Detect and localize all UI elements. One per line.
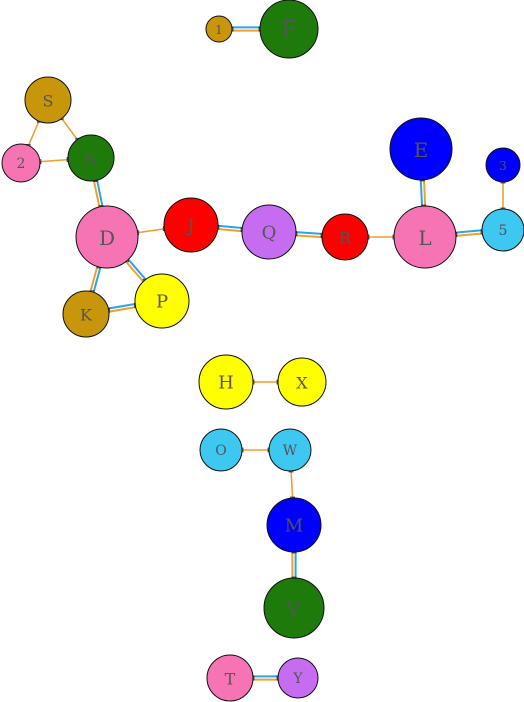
- node-circle[interactable]: [62, 290, 110, 338]
- node-label: 5: [499, 223, 508, 239]
- node-M[interactable]: M: [266, 497, 322, 553]
- node-label: W: [283, 443, 298, 459]
- node-circle[interactable]: [163, 197, 219, 253]
- node-label: H: [218, 373, 234, 394]
- node-1[interactable]: 1: [205, 15, 233, 43]
- node-circle[interactable]: [277, 357, 327, 407]
- node-Y[interactable]: Y: [277, 657, 319, 699]
- node-R[interactable]: R: [321, 213, 369, 261]
- node-label: V: [286, 597, 302, 621]
- node-circle[interactable]: [67, 134, 115, 182]
- node-L[interactable]: L: [393, 205, 457, 269]
- node-circle[interactable]: [205, 15, 233, 43]
- node-circle[interactable]: [199, 428, 243, 472]
- node-N[interactable]: N: [67, 134, 115, 182]
- node-D[interactable]: D: [75, 205, 139, 269]
- node-K[interactable]: K: [62, 290, 110, 338]
- node-label: S: [43, 92, 54, 111]
- node-circle[interactable]: [389, 117, 453, 181]
- node-2[interactable]: 2: [1, 143, 41, 183]
- node-circle[interactable]: [266, 497, 322, 553]
- node-circle[interactable]: [485, 147, 521, 183]
- node-Q[interactable]: Q: [241, 204, 297, 260]
- node-V[interactable]: V: [263, 577, 325, 639]
- node-circle[interactable]: [75, 205, 139, 269]
- node-label: L: [418, 226, 431, 250]
- node-circle[interactable]: [263, 577, 325, 639]
- node-label: R: [339, 229, 352, 248]
- node-circle[interactable]: [134, 273, 190, 329]
- node-label: N: [84, 150, 98, 169]
- node-circle[interactable]: [259, 0, 319, 59]
- node-label: E: [414, 138, 429, 162]
- node-label: J: [185, 216, 194, 237]
- node-3[interactable]: 3: [485, 147, 521, 183]
- node-label: P: [156, 292, 168, 313]
- node-O[interactable]: O: [199, 428, 243, 472]
- node-label: 2: [17, 156, 26, 172]
- node-label: 1: [215, 23, 223, 37]
- node-label: T: [225, 670, 236, 689]
- node-circle[interactable]: [206, 654, 254, 702]
- node-circle[interactable]: [198, 354, 254, 410]
- node-circle[interactable]: [393, 205, 457, 269]
- node-F[interactable]: F: [259, 0, 319, 59]
- node-J[interactable]: J: [163, 197, 219, 253]
- node-label: K: [80, 306, 93, 325]
- node-circle[interactable]: [24, 76, 72, 124]
- node-circle[interactable]: [277, 657, 319, 699]
- node-S[interactable]: S: [24, 76, 72, 124]
- node-E[interactable]: E: [389, 117, 453, 181]
- node-circle[interactable]: [268, 428, 312, 472]
- node-label: D: [99, 226, 115, 250]
- node-label: F: [281, 18, 296, 43]
- node-P[interactable]: P: [134, 273, 190, 329]
- node-H[interactable]: H: [198, 354, 254, 410]
- node-label: O: [215, 443, 226, 459]
- node-label: Q: [262, 223, 277, 244]
- node-label: Y: [292, 671, 303, 687]
- node-circle[interactable]: [1, 143, 41, 183]
- node-circle[interactable]: [321, 213, 369, 261]
- node-circle[interactable]: [481, 208, 524, 252]
- node-T[interactable]: T: [206, 654, 254, 702]
- node-label: M: [285, 516, 303, 537]
- node-X[interactable]: X: [277, 357, 327, 407]
- node-5[interactable]: 5: [481, 208, 524, 252]
- node-label: 3: [499, 159, 507, 173]
- node-W[interactable]: W: [268, 428, 312, 472]
- node-circle[interactable]: [241, 204, 297, 260]
- node-label: X: [296, 374, 308, 393]
